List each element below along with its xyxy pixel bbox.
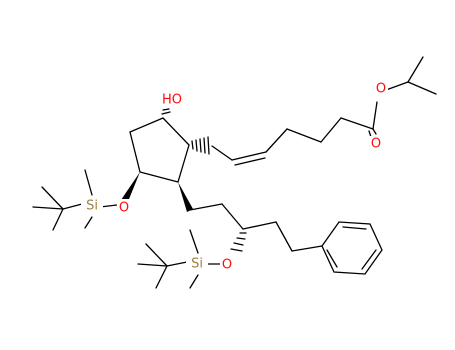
svg-text:Si: Si bbox=[191, 257, 203, 272]
tbs-group-ring bbox=[32, 169, 118, 231]
silyl-oxygen-ring-label: O bbox=[117, 199, 131, 216]
silicon-chain-label: Si bbox=[186, 255, 208, 272]
upper-side-chain bbox=[211, 56, 437, 166]
ester-alkoxy-oxygen-label: O bbox=[374, 80, 388, 97]
wedge-bond-ring-oxygen bbox=[121, 172, 140, 204]
ester-carbonyl-oxygen-label: O bbox=[369, 136, 383, 153]
svg-text:HO: HO bbox=[162, 93, 182, 108]
tbs-group-chain bbox=[137, 229, 223, 289]
silyl-oxygen-chain-label: O bbox=[220, 256, 234, 273]
svg-text:O: O bbox=[222, 258, 232, 273]
svg-text:O: O bbox=[371, 137, 381, 152]
cyclopentane-ring bbox=[129, 117, 190, 183]
silicon-ring-label: Si bbox=[81, 197, 103, 214]
hashed-bond-chain-oxygen bbox=[230, 232, 247, 252]
hydroxyl-label: HO bbox=[160, 91, 184, 108]
wedge-bond-lower-chain bbox=[178, 182, 193, 212]
svg-text:Si: Si bbox=[86, 199, 98, 214]
lower-side-chain bbox=[189, 203, 323, 252]
svg-text:O: O bbox=[376, 82, 386, 97]
svg-text:O: O bbox=[119, 201, 129, 216]
hashed-bond-upper-chain bbox=[191, 136, 210, 155]
phenyl-ring bbox=[321, 221, 383, 275]
